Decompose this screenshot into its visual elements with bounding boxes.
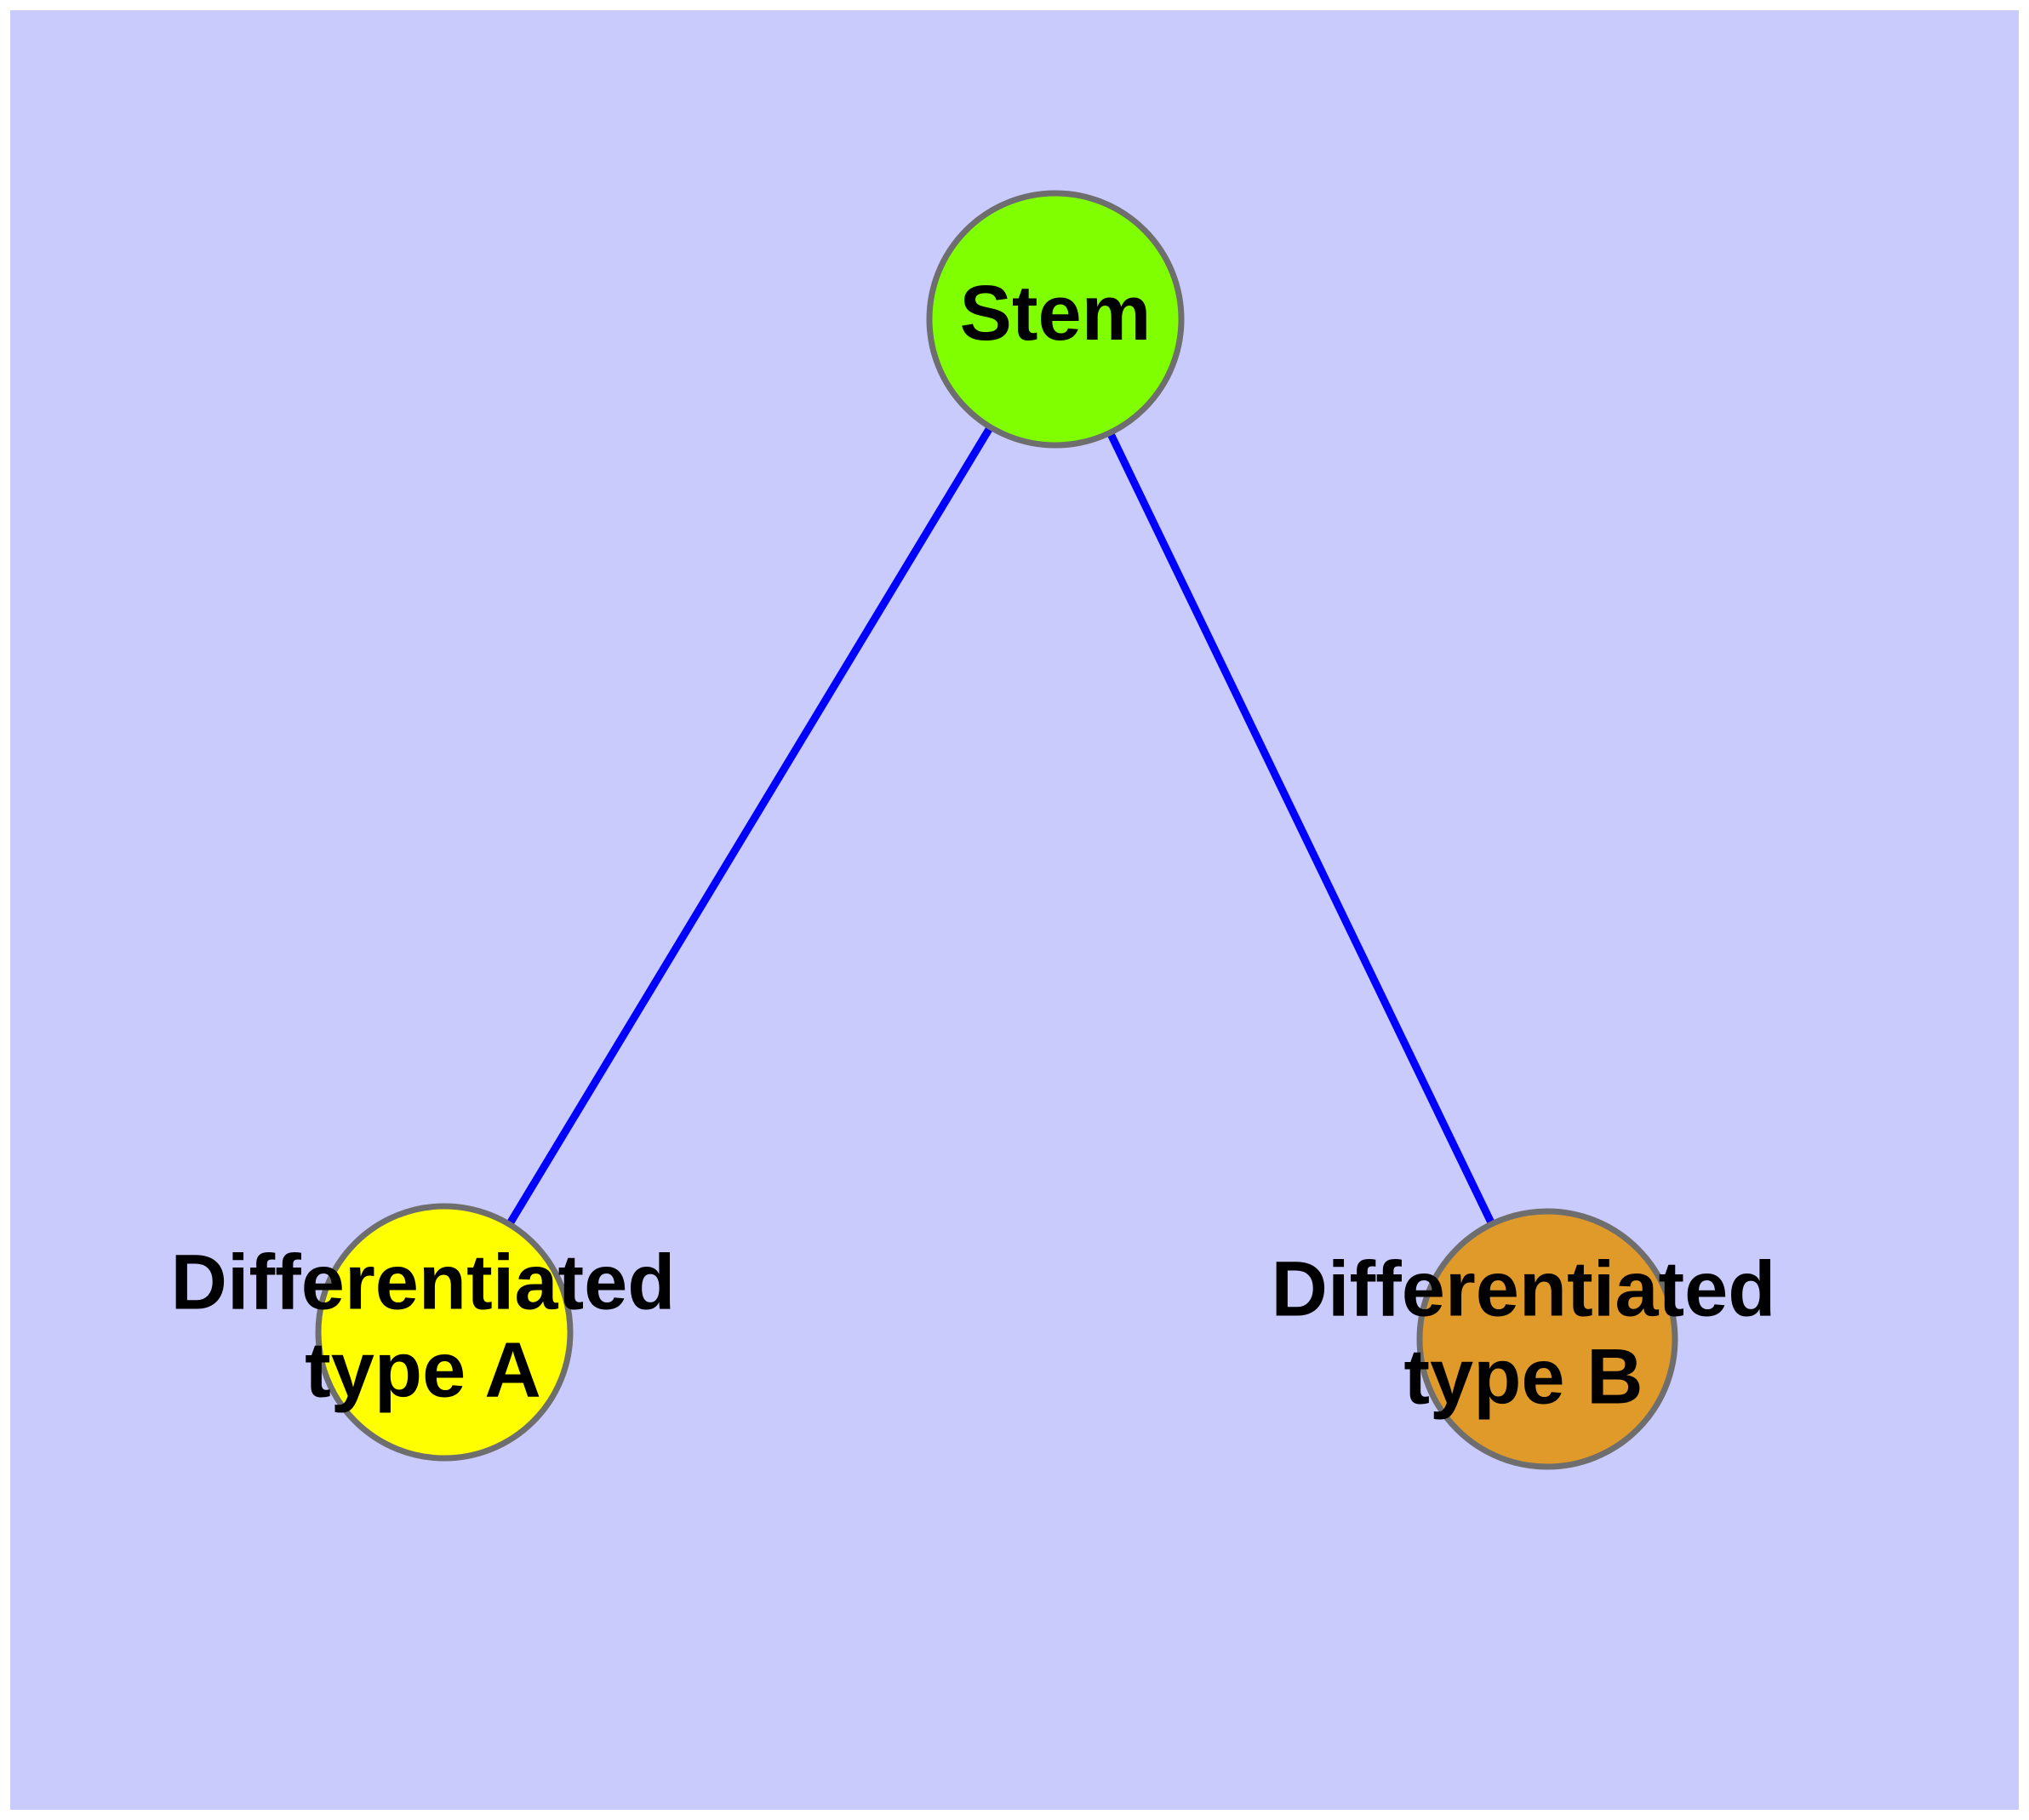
node-label-line: Differentiated [1272, 1246, 1776, 1333]
node-circle-stem[interactable] [926, 190, 1185, 449]
node-label-line: type A [305, 1327, 541, 1414]
node-label-line: Differentiated [171, 1239, 676, 1326]
graph-edge[interactable] [1051, 318, 1552, 1341]
node-circle-diff_a[interactable] [315, 1203, 574, 1462]
edge-layer [441, 317, 1552, 1341]
node-label-line: type B [1403, 1334, 1643, 1421]
graph-node-stem[interactable]: Stem [926, 190, 1185, 449]
node-circle-diff_b[interactable] [1416, 1208, 1678, 1470]
graph-edge[interactable] [441, 317, 1059, 1335]
node-label-stem: Stem [960, 270, 1152, 357]
node-label-line: Stem [960, 270, 1152, 357]
